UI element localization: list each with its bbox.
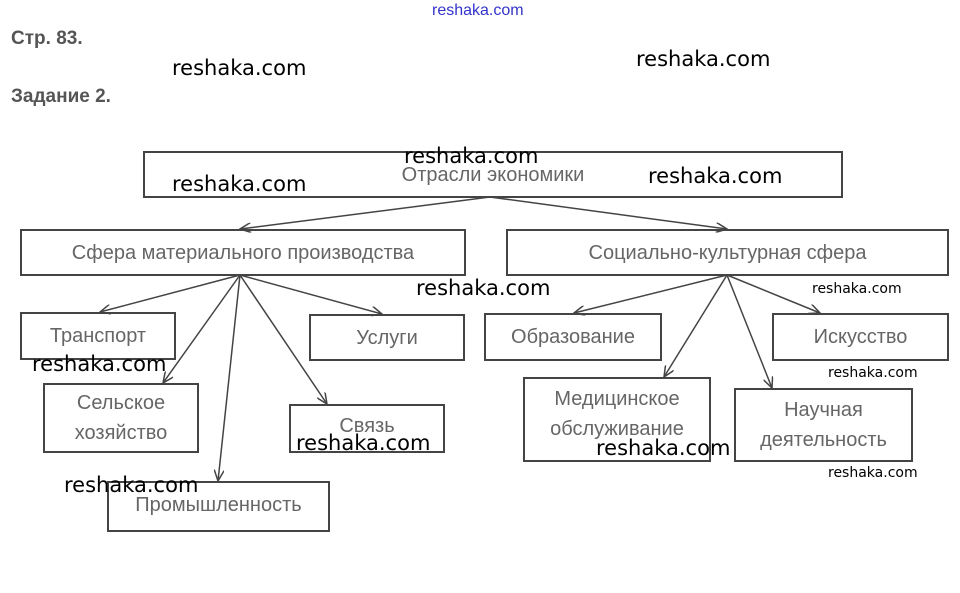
box-communication: Связь bbox=[289, 404, 445, 453]
watermark: reshaka.com bbox=[596, 436, 731, 460]
box-material: Сфера материального производства bbox=[20, 229, 466, 276]
watermark: reshaka.com bbox=[32, 352, 167, 376]
watermark: reshaka.com bbox=[812, 281, 902, 297]
box-industry: Промышленность bbox=[107, 481, 330, 532]
watermark: reshaka.com bbox=[172, 56, 307, 80]
watermark: reshaka.com bbox=[432, 2, 524, 19]
box-medicine: Медицинское обслуживание bbox=[523, 377, 711, 462]
box-agriculture: Сельское хозяйство bbox=[43, 383, 199, 453]
arrow bbox=[726, 274, 820, 313]
task-title: Задание 2. bbox=[11, 86, 111, 107]
arrow bbox=[726, 274, 772, 388]
box-education: Образование bbox=[484, 313, 662, 361]
box-art: Искусство bbox=[772, 313, 949, 361]
box-root: Отрасли экономики bbox=[143, 151, 843, 198]
arrow bbox=[218, 274, 241, 481]
arrow bbox=[163, 274, 241, 383]
arrow bbox=[239, 274, 327, 404]
watermark: reshaka.com bbox=[296, 431, 431, 455]
arrow bbox=[574, 274, 728, 313]
watermark: reshaka.com bbox=[404, 144, 539, 168]
page-number: Стр. 83. bbox=[11, 28, 83, 49]
box-science: Научная деятельность bbox=[734, 388, 913, 462]
arrow bbox=[240, 196, 491, 229]
watermark: reshaka.com bbox=[416, 276, 551, 300]
arrow bbox=[239, 274, 382, 314]
arrow bbox=[100, 274, 241, 312]
box-social: Социально-культурная сфера bbox=[506, 229, 949, 276]
watermark: reshaka.com bbox=[828, 365, 918, 381]
arrow bbox=[664, 274, 728, 377]
box-services: Услуги bbox=[309, 314, 465, 361]
watermark: reshaka.com bbox=[636, 47, 771, 71]
box-transport: Транспорт bbox=[20, 312, 176, 360]
watermark: reshaka.com bbox=[828, 465, 918, 481]
watermark: reshaka.com bbox=[648, 164, 783, 188]
watermark: reshaka.com bbox=[172, 172, 307, 196]
arrow bbox=[489, 196, 727, 229]
watermark: reshaka.com bbox=[64, 473, 199, 497]
